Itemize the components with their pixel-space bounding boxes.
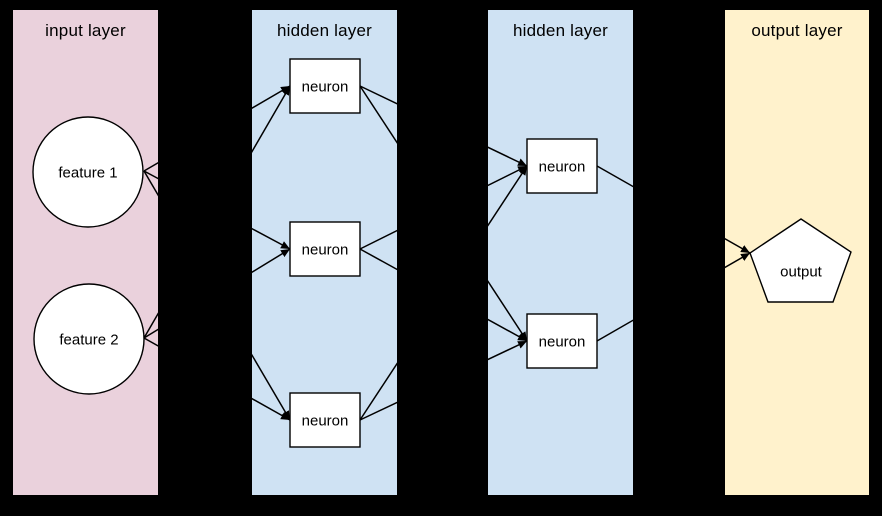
- node-label-feature-2: feature 2: [59, 332, 118, 349]
- edge-f2-h1b: [143, 248, 291, 339]
- node-feature-1: [32, 116, 144, 228]
- layer-title-hidden-2: hidden layer: [512, 21, 609, 40]
- edge-h1c-h2b: [359, 340, 528, 421]
- node-label-feature-1: feature 1: [58, 165, 117, 182]
- edge-h1b-h2a: [359, 165, 528, 250]
- node-feature-2: [33, 283, 145, 395]
- edge-h2a-out: [596, 165, 751, 254]
- layer-panel-input: input layer: [13, 10, 158, 495]
- node-hidden2-neuron-2: [526, 313, 598, 369]
- edge-h1b-h2b: [359, 248, 528, 342]
- layer-panel-hidden-2: hidden layer: [488, 10, 633, 495]
- node-hidden2-neuron-1: [526, 138, 598, 194]
- node-label-output: output: [780, 264, 823, 281]
- layer-title-input: input layer: [45, 21, 126, 40]
- edge-f2-h1c: [143, 337, 291, 421]
- edges-group: [143, 85, 751, 421]
- node-hidden1-neuron-3: [289, 392, 361, 448]
- node-label-hidden1-neuron-3: neuron: [302, 413, 349, 430]
- layer-title-output: output layer: [751, 21, 843, 40]
- node-output: [749, 218, 852, 303]
- edge-h1a-h2b: [359, 85, 528, 342]
- edge-f2-h1a: [143, 85, 291, 339]
- node-label-hidden2-neuron-2: neuron: [539, 334, 586, 351]
- node-hidden1-neuron-2: [289, 221, 361, 277]
- node-label-hidden1-neuron-1: neuron: [302, 79, 349, 96]
- node-label-hidden1-neuron-2: neuron: [302, 242, 349, 259]
- edge-h2b-out: [596, 252, 751, 342]
- layer-title-hidden-1: hidden layer: [276, 21, 373, 40]
- edge-f1-h1b: [143, 170, 291, 250]
- edge-h1c-h2a: [359, 165, 528, 421]
- edge-f1-h1c: [143, 170, 291, 421]
- node-hidden1-neuron-1: [289, 58, 361, 114]
- edge-f1-h1a: [143, 85, 291, 172]
- node-label-hidden2-neuron-1: neuron: [539, 159, 586, 176]
- edge-h1a-h2a: [359, 85, 528, 167]
